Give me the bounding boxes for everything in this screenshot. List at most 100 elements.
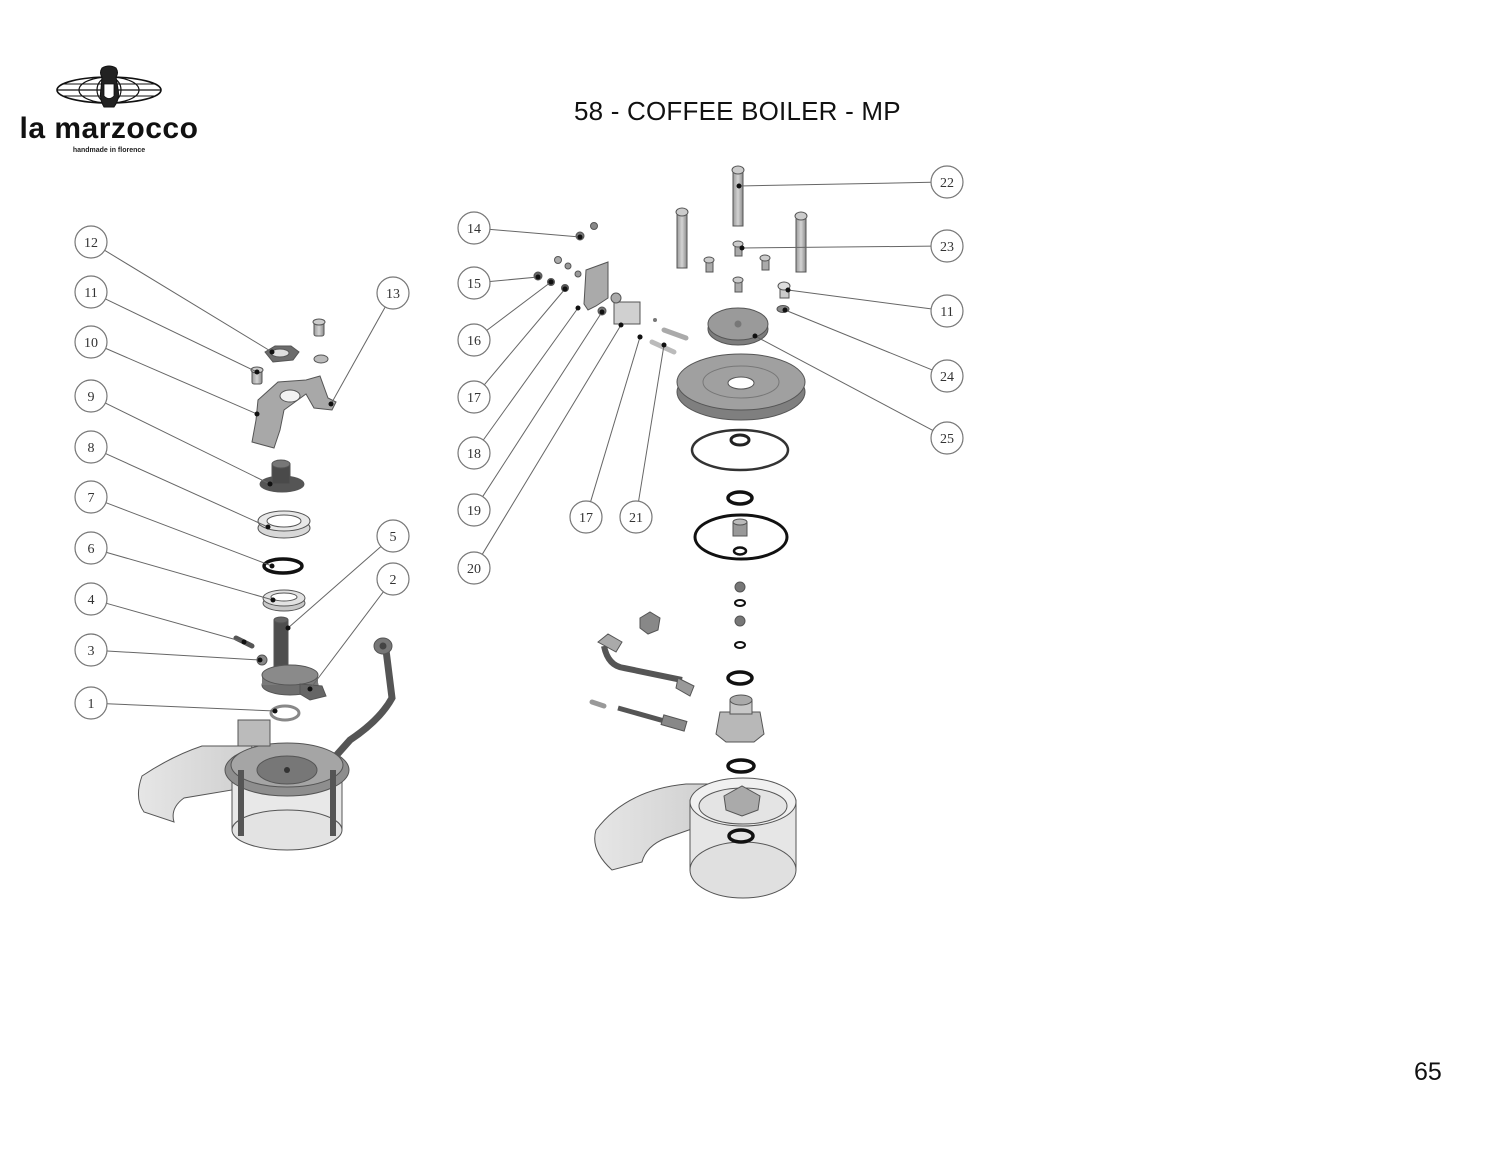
callout-24: 24 [782,307,964,393]
leader-line [330,306,386,405]
callout-bubble [569,500,603,534]
leader-dot [535,274,541,280]
callout-15: 15 [457,266,541,300]
part-lower-boiler-body [594,777,797,899]
callout-6: 6 [74,531,276,603]
callout-bubble [74,325,108,359]
callout-bubble [930,421,964,455]
part-22-bolts [675,165,808,273]
callout-number: 21 [629,511,643,526]
callout-bubble [376,562,410,596]
page-number: 65 [1414,1058,1442,1086]
part-hex-fitting [715,694,765,743]
part-23-screws [703,240,771,293]
callout-number: 6 [88,542,95,557]
callout-bubble [930,229,964,263]
leader-line [106,551,274,601]
leader-dot [575,305,581,311]
callout-17: 17 [569,334,643,534]
callout-11: 11 [74,275,260,375]
callout-number: 12 [84,236,98,251]
leader-dot [618,322,624,328]
leader-dot [270,597,276,603]
callout-bubble [457,211,491,245]
leader-line [105,453,269,528]
part-boiler-body [138,719,350,851]
part-large-o-ring [693,513,789,561]
callout-bubble [376,276,410,310]
part-21-screw [661,327,689,341]
leader-dot [752,333,758,339]
callout-bubble [74,531,108,565]
leader-line [482,311,603,497]
leader-line [106,650,261,661]
leader-line [105,347,258,415]
leader-line [105,502,273,567]
leader-dot [269,563,275,569]
callout-number: 11 [84,286,97,301]
leader-line [784,309,933,371]
part-1-ring [269,704,301,722]
leader-line [754,335,934,431]
callout-bubble [457,380,491,414]
callout-bubble [457,266,491,300]
callout-number: 3 [88,644,95,659]
leader-line [638,344,665,502]
leader-dot [739,245,745,251]
part-8-ring [257,510,311,539]
leader-dot [269,349,275,355]
leader-dot [736,183,742,189]
callout-22: 22 [736,165,964,199]
leader-dot [599,309,605,315]
leader-dot [254,411,260,417]
callout-number: 11 [940,305,953,320]
leader-line [104,249,273,353]
part-screw [312,318,326,337]
leader-line [309,591,384,690]
callout-number: 4 [88,593,95,608]
part-6-seat [262,589,306,612]
leader-line [486,281,552,331]
leader-dot [285,625,291,631]
callout-bubble [74,686,108,720]
callout-number: 22 [940,176,954,191]
callout-number: 23 [940,240,954,255]
callout-bubble [930,359,964,393]
callout-number: 8 [88,441,95,456]
brand-name: la marzocco [19,112,199,145]
callout-number: 10 [84,336,98,351]
leader-line [106,703,276,712]
callout-number: 15 [467,277,481,292]
callout-7: 7 [74,480,275,569]
leader-dot [265,524,271,530]
callout-19: 19 [457,309,605,527]
part-o-ring [726,490,754,506]
callout-number: 25 [940,432,954,447]
leader-dot [782,307,788,313]
part-9-knob [259,459,305,493]
brand-logo: la marzocco handmade in florence [14,64,204,164]
part-probe-rod [589,699,688,732]
callout-2: 2 [307,562,410,692]
callout-number: 1 [88,697,95,712]
callout-number: 14 [467,222,481,237]
callout-11: 11 [785,287,964,328]
callout-14: 14 [457,211,583,245]
leader-dot [637,334,643,340]
leader-dot [254,369,260,375]
part-bracket [251,375,337,449]
callout-bubble [74,633,108,667]
leader-dot [241,639,247,645]
leader-dot [267,481,273,487]
part-pipe [331,637,396,761]
leader-line [738,181,932,187]
leader-line [590,336,641,502]
callout-bubble [457,493,491,527]
callout-9: 9 [74,379,273,487]
callout-bubble [74,582,108,616]
left-assembly [138,318,396,851]
leader-dot [562,286,568,292]
leader-dot [272,708,278,714]
leader-dot [785,287,791,293]
